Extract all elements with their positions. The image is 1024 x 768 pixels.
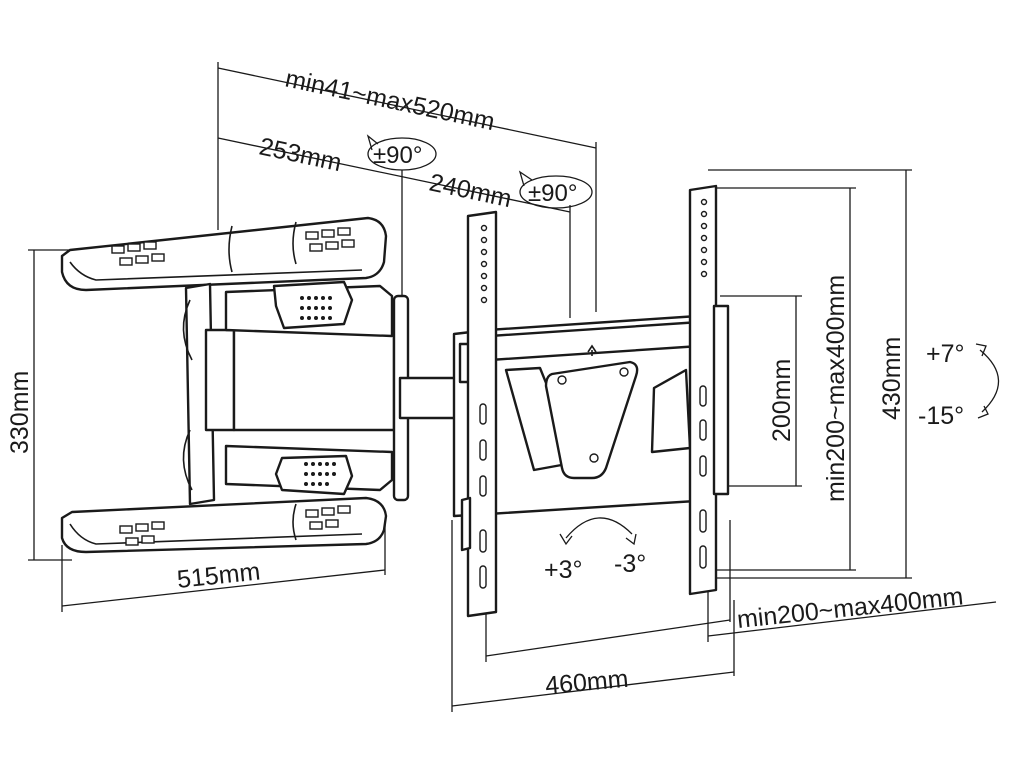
swivel1-arrow-icon — [366, 134, 379, 151]
dimension-lines — [28, 62, 997, 712]
upper-arm-holes — [300, 296, 332, 320]
left-bar-slots — [479, 224, 488, 589]
label-bracket-height: 430mm — [878, 337, 906, 420]
level-left-arrow-icon — [559, 533, 573, 546]
label-swivel2: ±90° — [528, 180, 577, 207]
level-arc — [565, 517, 633, 539]
wall-plate-assembly — [60, 216, 462, 554]
label-tilt-up: +7° — [926, 340, 965, 368]
tv-bracket — [452, 184, 730, 618]
label-vesa-height-range: min200~max400mm — [822, 275, 850, 502]
label-arm1: 253mm — [257, 132, 344, 177]
tilt-up-arrow-icon — [975, 343, 987, 357]
tilt-arc — [979, 349, 1000, 413]
label-swivel1: ±90° — [373, 142, 422, 169]
label-extension: min41~max520mm — [283, 64, 497, 136]
swivel1-arc — [367, 137, 437, 171]
tilt-down-arrow-icon — [977, 405, 989, 419]
label-level-plus: +3° — [544, 556, 583, 584]
label-arm2: 240mm — [427, 168, 514, 213]
swivel2-arrow-icon — [518, 170, 533, 187]
swivel2-arc — [519, 175, 593, 209]
right-bar-slots — [699, 198, 708, 569]
bottom-rail-holes — [119, 505, 351, 546]
label-level-minus: -3° — [614, 550, 646, 578]
label-vesa-height-small: 200mm — [768, 359, 796, 442]
label-wall-width: 515mm — [176, 557, 262, 594]
label-tilt-down: -15° — [918, 402, 964, 430]
lower-arm-holes — [304, 462, 336, 486]
rotation-indicators — [366, 134, 1000, 546]
level-right-arrow-icon — [625, 533, 637, 546]
label-bracket-width: 460mm — [544, 665, 629, 700]
label-wall-height: 330mm — [6, 371, 34, 454]
top-rail-holes — [111, 227, 355, 266]
label-vesa-width-range: min200~max400mm — [736, 582, 965, 634]
